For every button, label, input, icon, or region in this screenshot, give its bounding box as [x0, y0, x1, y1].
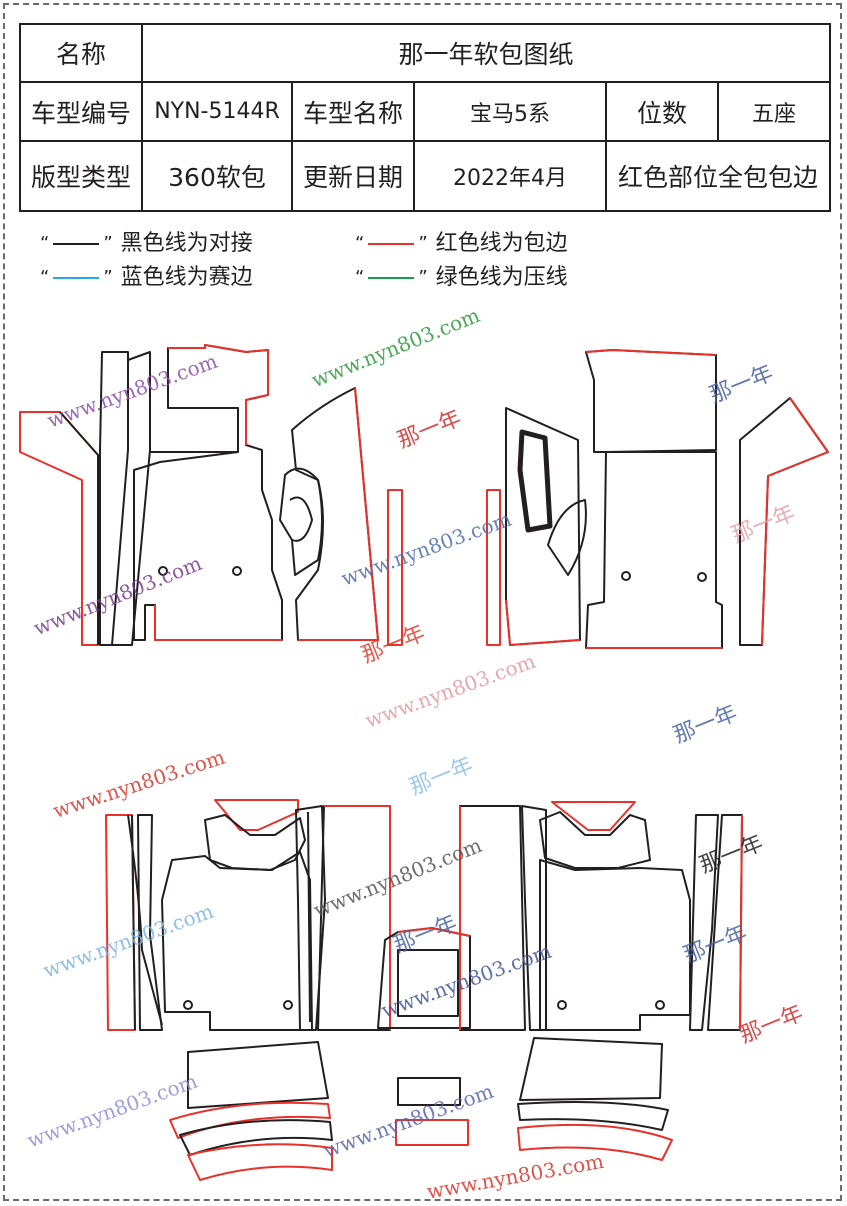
name-label: 名称 [19, 23, 143, 83]
front-left-seat-side [279, 467, 323, 576]
front-left-door-panel [291, 387, 379, 641]
update-value: 2022年4月 [413, 140, 607, 212]
red-part-note: 红色部位全包包边 [604, 140, 832, 212]
style-label: 版型类型 [19, 140, 143, 212]
rear-mats [105, 799, 743, 1031]
red-line-swatch [368, 243, 415, 245]
legend-black-label: 黑色线为对接 [120, 231, 253, 256]
front-right-mats [486, 349, 829, 649]
rear-left-inner-strip [137, 814, 163, 1031]
seats-label: 位数 [605, 81, 719, 142]
rear-arch-pieces [169, 1037, 673, 1181]
model-no-value: NYN-5144R [141, 81, 293, 142]
front-left-narrow-strip [387, 489, 403, 646]
legend-red-label: 红色线为包边 [435, 231, 568, 256]
front-left-mats [19, 344, 403, 646]
rear-right-seat-base [519, 1037, 663, 1101]
style-value: 360软包 [141, 140, 293, 212]
doc-title: 那一年软包图纸 [140, 23, 832, 83]
model-no-label: 车型编号 [19, 81, 143, 142]
legend-green-label: 绿色线为压线 [435, 265, 568, 290]
model-name-label: 车型名称 [291, 81, 415, 142]
rear-left-outer-strip [105, 814, 136, 1031]
rear-right-top-piece [551, 801, 636, 831]
page-border [3, 3, 842, 1201]
blue-line-swatch [53, 277, 100, 279]
legend-green: “ ” 绿色线为压线 [355, 265, 568, 290]
rear-left-top-piece [214, 799, 299, 831]
front-right-kick-panel [517, 429, 553, 533]
legend-blue: “ ” 蓝色线为赛边 [40, 265, 253, 290]
legend-red: “ ” 红色线为包边 [355, 231, 568, 256]
legend-blue-label: 蓝色线为赛边 [120, 265, 253, 290]
rear-right-floor-mat [539, 859, 691, 1031]
model-name-value: 宝马5系 [413, 81, 607, 142]
green-line-swatch [368, 277, 415, 279]
rear-right-inner-strip [689, 814, 719, 1031]
rear-left-arch-strip [187, 1143, 333, 1181]
rear-center-small-top [397, 1077, 461, 1106]
rear-center-small-bottom [395, 1119, 469, 1146]
seats-value: 五座 [716, 81, 832, 142]
front-right-narrow-strip [486, 489, 501, 646]
update-label: 更新日期 [291, 140, 415, 212]
rear-left-seat-base [187, 1041, 329, 1109]
rear-tunnel-left-strip [295, 805, 326, 1031]
rear-right-arch-strip [517, 1123, 673, 1161]
legend-black: “ ” 黑色线为对接 [40, 231, 253, 256]
spec-table: 名称 那一年软包图纸 车型编号 NYN-5144R 车型名称 宝马5系 位数 五… [19, 23, 832, 212]
rear-tunnel-right-strip [521, 805, 547, 1031]
front-right-main-mat [585, 349, 723, 649]
black-line-swatch [53, 243, 100, 245]
rear-left-floor-mat [161, 851, 313, 1031]
